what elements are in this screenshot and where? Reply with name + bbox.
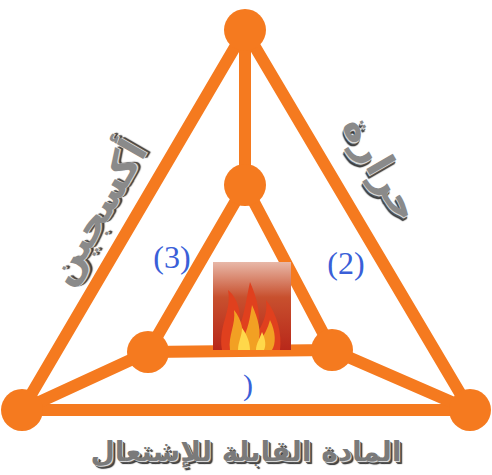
callout-number: ) bbox=[243, 368, 253, 401]
callout-number: (3) bbox=[153, 240, 190, 275]
side-label: حرارة bbox=[334, 108, 429, 229]
vertex-dots bbox=[1, 9, 491, 431]
tetrahedron-edges bbox=[22, 30, 470, 410]
base-label: المادة القابلة للإشتعال bbox=[91, 437, 402, 468]
fire-picture bbox=[213, 262, 291, 350]
callout-number: (2) bbox=[327, 246, 364, 281]
side-label: أكسجين bbox=[37, 132, 155, 292]
